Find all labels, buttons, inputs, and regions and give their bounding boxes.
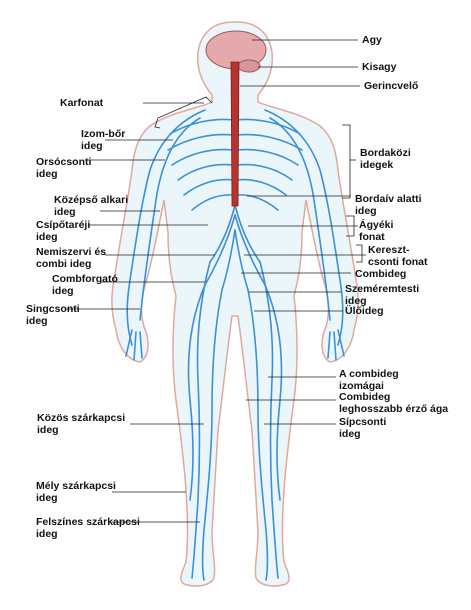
label-combideg-izomagai: A combideg izomágai [339, 368, 399, 392]
label-kereszt: Kereszt- csonti fonat [368, 244, 428, 268]
label-karfonat: Karfonat [60, 97, 104, 109]
label-gerincvelo: Gerincvelő [364, 80, 419, 92]
label-uloideg: Ülőideg [345, 305, 384, 317]
label-kisagy: Kisagy [362, 61, 397, 73]
label-mely-szarkapcsi: Mély szárkapcsi ideg [36, 480, 116, 504]
label-sipcsonti: Sípcsonti ideg [339, 416, 387, 440]
label-izom-bor: Izom-bőr ideg [81, 128, 126, 152]
label-felszines-szarkapcsi: Felszínes szárkapcsi ideg [36, 516, 140, 540]
label-combideg-erzo-aga: Combideg leghosszabb érző ága [339, 391, 449, 415]
label-agyeki: Ágyéki fonat [359, 219, 394, 243]
label-singcsonti: Singcsonti ideg [26, 303, 80, 327]
label-bordakozi: Bordaközi idegek [360, 147, 411, 171]
leader-lines [66, 39, 366, 523]
label-orsocsonti: Orsócsonti ideg [36, 156, 92, 180]
label-csipotareji: Csípőtaréji ideg [36, 219, 91, 243]
label-bordaiv-alatti: Bordaív alatti ideg [355, 193, 422, 217]
label-nemiszervi: Nemiszervi és combi ideg [36, 246, 107, 270]
label-kozepso-alkari: Középső alkari ideg [54, 194, 129, 218]
label-agy: Agy [362, 34, 382, 46]
label-kozos-szarkapcsi: Közös szárkapcsi ideg [37, 412, 126, 436]
body-silhouette [111, 21, 359, 587]
label-combideg: Combideg [355, 268, 407, 280]
label-combforgato: Combforgató ideg [52, 273, 118, 297]
label-szemeremtesti: Szeméremtesti ideg [345, 283, 420, 307]
cerebellum-illustration [237, 59, 261, 73]
spinal-cord-illustration [230, 61, 240, 207]
